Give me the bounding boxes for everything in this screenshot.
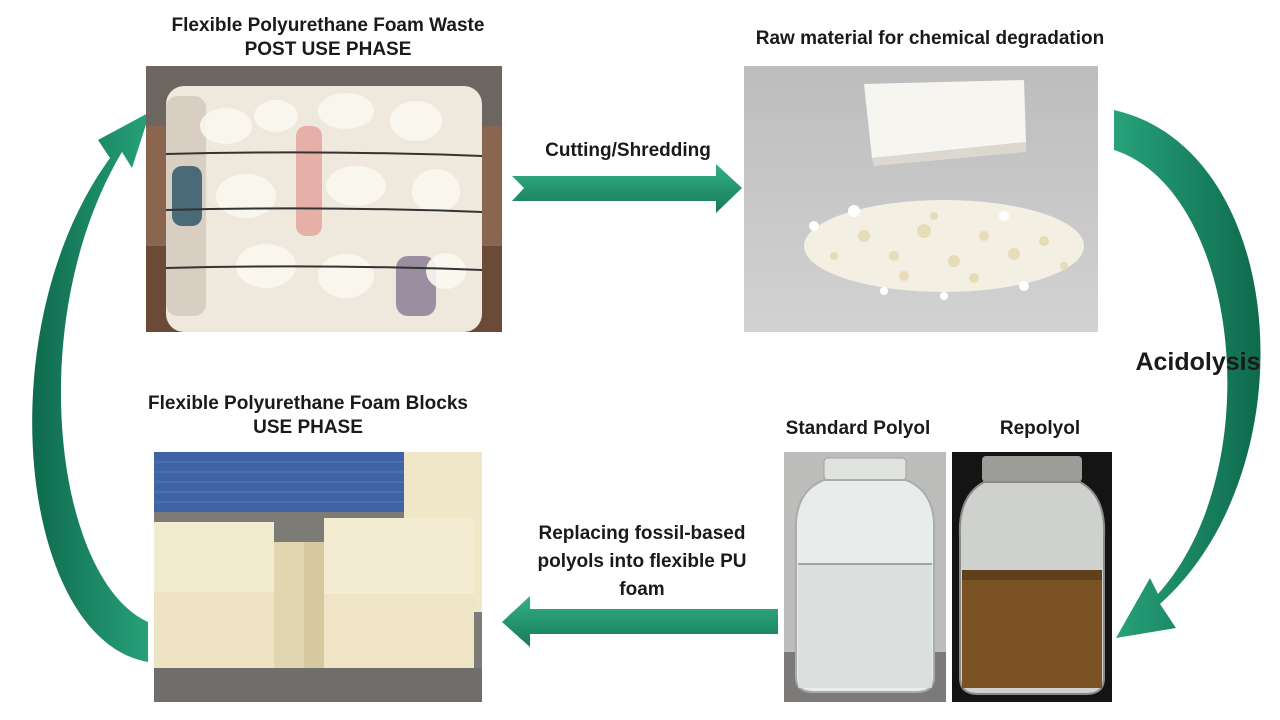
waste-phase: POST USE PHASE [244,39,412,60]
acidolysis-label: Acidolysis [1135,348,1261,376]
foam-blocks-photo [154,452,482,702]
blocks-title: Flexible Polyurethane Foam Blocks [148,393,468,414]
repolyol-photo [952,452,1112,702]
foam-waste-photo [146,66,502,332]
raw-material-title: Raw material for chemical degradation [755,28,1105,49]
replacing-arrow [502,596,778,647]
repolyol-label: Repolyol [999,418,1081,439]
right-cycle-arrow [1114,110,1261,638]
raw-material-photo [744,66,1098,332]
blocks-title-block: Flexible Polyurethane Foam Blocks USE PH… [120,392,496,440]
waste-title-block: Flexible Polyurethane Foam Waste POST US… [140,14,516,62]
cutting-label: Cutting/Shredding [545,140,711,161]
waste-title: Flexible Polyurethane Foam Waste [171,15,485,36]
replacing-label: Replacing fossil-based polyols into flex… [537,523,747,600]
standard-polyol-photo [784,452,946,702]
left-cycle-arrow [32,112,150,662]
standard-polyol-label: Standard Polyol [785,418,931,439]
cutting-arrow [512,164,742,213]
blocks-phase: USE PHASE [253,417,363,438]
